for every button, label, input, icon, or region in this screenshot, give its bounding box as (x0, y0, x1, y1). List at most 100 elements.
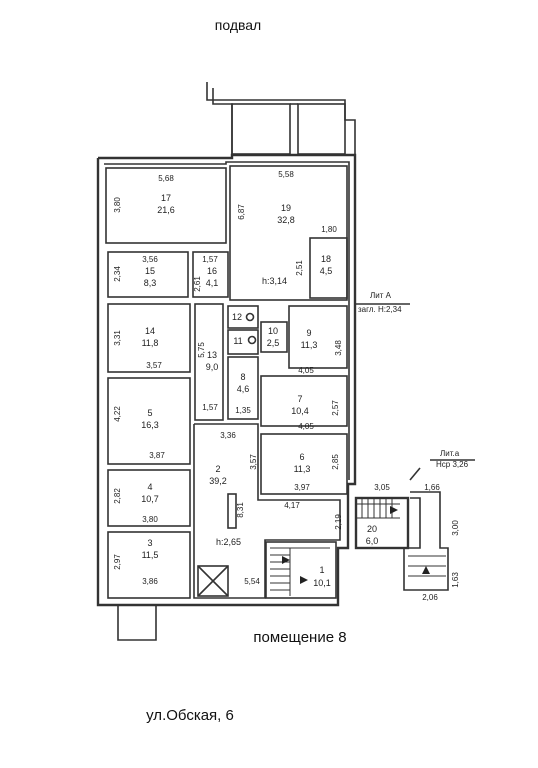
room-12 (227, 305, 259, 329)
room-13 (194, 303, 224, 421)
room-5-area: 16,3 (141, 420, 159, 430)
room-8 (227, 356, 259, 420)
room-20 (354, 496, 410, 550)
room-20-area: 6,0 (366, 536, 379, 546)
dimensions: 5,68 3,80 5,58 6,87 1,80 3,56 2,34 1,57 … (113, 170, 460, 602)
room-17 (105, 167, 227, 244)
lit-a-sub: загл. Н:2,34 (358, 305, 402, 314)
premises-label: помещение 8 (253, 629, 346, 646)
dim-387: 3,87 (149, 451, 165, 460)
room-14 (107, 303, 191, 373)
room-19-number: 19 (281, 203, 291, 213)
dim-166: 1,66 (424, 483, 440, 492)
bottom-stub (117, 605, 157, 641)
room-8-area: 4,6 (237, 384, 250, 394)
dim-558: 5,58 (278, 170, 294, 179)
room-10-number: 10 (268, 326, 278, 336)
room-3-area: 11,5 (142, 550, 159, 560)
room-6-number: 6 (299, 452, 304, 462)
dim-234: 2,34 (113, 266, 122, 282)
dim-282: 2,82 (113, 488, 122, 504)
dim-417: 4,17 (284, 501, 300, 510)
dim-163: 1,63 (451, 572, 460, 588)
room-2-number: 2 (215, 464, 220, 474)
room-5-number: 5 (147, 408, 152, 418)
dim-157b: 1,57 (202, 403, 218, 412)
room-19-area: 32,8 (277, 215, 295, 225)
room-5 (107, 377, 191, 465)
room-19 (229, 165, 348, 301)
room-18-number: 18 (321, 254, 331, 264)
room-2 (193, 423, 341, 599)
lit-small-a-name: Лит.а (440, 449, 460, 458)
dim-297: 2,97 (113, 554, 122, 570)
dim-380: 3,80 (113, 197, 122, 213)
height-lower: h:2,65 (216, 537, 241, 547)
dim-397: 3,97 (294, 483, 310, 492)
room-6-area: 11,3 (294, 464, 311, 474)
room-16-area: 4,1 (206, 278, 219, 288)
dim-575: 5,75 (197, 342, 206, 358)
dim-135: 1,35 (235, 406, 251, 415)
room-9 (288, 305, 348, 369)
dim-157a: 1,57 (202, 255, 218, 264)
room-6 (260, 433, 348, 495)
room-7 (260, 375, 348, 427)
building-outline (96, 153, 357, 607)
dim-422: 4,22 (113, 406, 122, 422)
dim-206: 2,06 (422, 593, 438, 602)
dim-348: 3,48 (334, 340, 343, 356)
dim-405a: 4,05 (298, 366, 314, 375)
room-13-number: 13 (207, 350, 217, 360)
room-9-area: 11,3 (301, 340, 318, 350)
dim-261: 2,61 (193, 276, 202, 292)
room-10 (260, 321, 288, 353)
room-20-number: 20 (367, 524, 377, 534)
dim-219: 2,19 (334, 514, 343, 530)
dim-356: 3,56 (142, 255, 158, 264)
annotations: h:3,14 h:2,65 Лит А загл. Н:2,34 Лит.а Н… (216, 276, 475, 547)
room-1-area: 10,1 (313, 578, 331, 588)
room-16 (192, 251, 229, 298)
room-17-number: 17 (161, 193, 171, 203)
room-12-number: 12 (232, 312, 242, 322)
lit-a-name: Лит А (370, 291, 392, 300)
dim-180: 1,80 (321, 225, 337, 234)
room-labels: 17 21,6 19 32,8 18 4,5 15 8,3 16 4,1 14 … (141, 193, 378, 588)
dim-380b: 3,80 (142, 515, 158, 524)
lit-a-annex (403, 467, 449, 591)
room-14-area: 11,8 (142, 338, 159, 348)
room-18 (309, 237, 348, 299)
room-13-area: 9,0 (206, 362, 219, 372)
room-4-number: 4 (147, 482, 152, 492)
room-1-number: 1 (319, 565, 324, 575)
room-18-area: 4,5 (320, 266, 333, 276)
room-1 (265, 541, 337, 599)
room-3 (107, 531, 191, 599)
room-7-area: 10,4 (291, 406, 309, 416)
room-11-number: 11 (233, 336, 242, 346)
room-3-number: 3 (147, 538, 152, 548)
lit-small-a-sub: Нср 3,26 (436, 460, 469, 469)
dim-357b: 3,57 (249, 454, 258, 470)
room-8-number: 8 (240, 372, 245, 382)
room-11 (227, 329, 259, 355)
dim-568: 5,68 (158, 174, 174, 183)
lift-shaft (197, 565, 229, 597)
room-7-number: 7 (297, 394, 302, 404)
room-15-area: 8,3 (144, 278, 157, 288)
dim-305: 3,05 (374, 483, 390, 492)
dim-357a: 3,57 (146, 361, 162, 370)
room-4-area: 10,7 (141, 494, 159, 504)
dim-257: 2,57 (331, 400, 340, 416)
room-14-number: 14 (145, 326, 155, 336)
room-4 (107, 469, 191, 527)
dim-336: 3,36 (220, 431, 236, 440)
dim-831: 8,31 (236, 502, 245, 518)
room-17-area: 21,6 (157, 205, 175, 215)
room-2-area: 39,2 (209, 476, 227, 486)
room-15-number: 15 (145, 266, 155, 276)
floor-title: подвал (215, 17, 261, 33)
top-structures (206, 82, 356, 158)
